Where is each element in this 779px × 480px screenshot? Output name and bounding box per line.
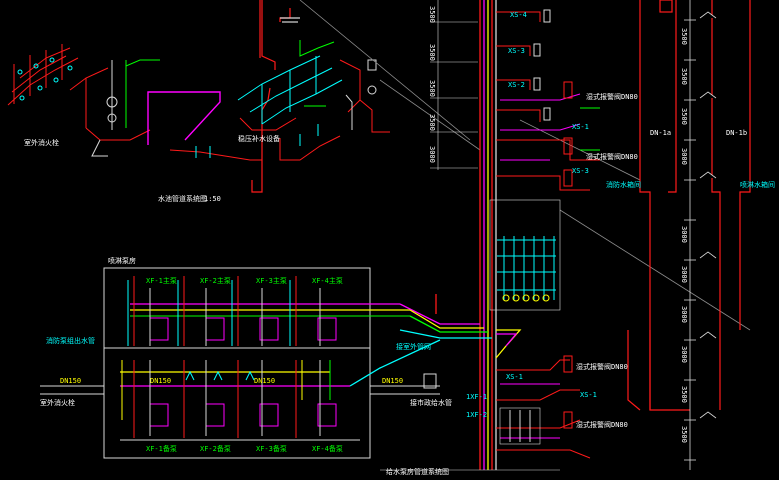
dn-tag-1: DN150 [60,377,82,385]
center-manifold [489,199,561,311]
height-2: 3500 [428,44,436,61]
tank-a-label: 室外消火栓 [24,139,59,147]
height-4: 3500 [428,114,436,131]
pump-tag-4: XF-4主泵 [312,277,343,285]
dn-tag-4: DN150 [382,377,404,385]
side-note-left: 消防泵组出水管 [46,337,95,345]
lower-tag-2: 1XF-2 [466,411,488,419]
height-1: 3500 [428,6,436,23]
xs-tag-6: XS-1 [506,373,523,381]
right-height-10: 3500 [680,426,688,443]
top-red-riser [251,0,300,193]
converging-pipes [349,294,522,387]
floor-grid-left [430,0,478,170]
xs-tag-2: XS-3 [508,47,525,55]
flow-label-3: 湿式报警阀DN80 [576,363,628,371]
pump-tag-3: XF-3主泵 [256,277,287,285]
pump-room-title: 水池管道系统图 [158,195,207,203]
xs-tag-3: XS-2 [508,81,525,89]
height-5: 3000 [428,146,436,163]
flow-label-1: 湿式报警阀DN80 [586,93,638,101]
lower-branches [496,355,591,459]
right-floor-ticks [684,0,717,470]
side-note-right: 接室外管网 [396,343,431,351]
wall-right-label: 接市政给水管 [410,399,452,407]
riser-title-right: 喷淋水箱间 [740,181,775,189]
height-3: 3500 [428,80,436,97]
pump-room [40,267,440,459]
right-height-2: 3500 [680,68,688,85]
wall-left-label: 室外消火栓 [40,399,75,407]
pump-tag-2: XF-2主泵 [200,277,231,285]
riser-title-left: 消防水箱间 [606,181,641,189]
tank-b-label: 稳压补水设备 [238,135,280,143]
right-height-9: 3500 [680,386,688,403]
right-height-8: 3000 [680,346,688,363]
dn-left: DN-1a [650,129,672,137]
riser-branches [496,9,600,191]
pump-tag-5: XF-1备泵 [146,445,177,453]
lower-tag-1: 1XF-1 [466,393,488,401]
plant-title: 给水泵房管道系统图 [386,468,449,476]
flow-label-2: 湿式报警阀DN80 [586,153,638,161]
right-height-6: 3000 [680,266,688,283]
pump-frame-label: 喷淋泵房 [108,257,136,265]
dn-right: DN-1b [726,129,748,137]
xs-tag-7: XS-1 [580,391,597,399]
pump-room-scale: 1:50 [204,195,221,203]
plant-isometric [237,40,390,161]
pump-tag-7: XF-3备泵 [256,445,287,453]
right-building-section [627,0,751,411]
flow-label-4: 湿式报警阀DN80 [576,421,628,429]
dn-tag-3: DN150 [254,377,276,385]
pump-tag-8: XF-4备泵 [312,445,343,453]
right-height-4: 3000 [680,148,688,165]
pump-tag-1: XF-1主泵 [146,277,177,285]
magenta-loop [147,91,262,161]
tank-isometric-left [7,44,160,157]
right-height-1: 3500 [680,28,688,45]
pump-tag-6: XF-2备泵 [200,445,231,453]
right-height-5: 3000 [680,226,688,243]
central-riser [479,0,497,470]
xs-tag-4: XS-1 [572,123,589,131]
xs-tag-1: XS-4 [510,11,527,19]
dn-tag-2: DN150 [150,377,172,385]
right-height-3: 3500 [680,108,688,125]
right-height-7: 3000 [680,306,688,323]
xs-tag-5: XS-3 [572,167,589,175]
